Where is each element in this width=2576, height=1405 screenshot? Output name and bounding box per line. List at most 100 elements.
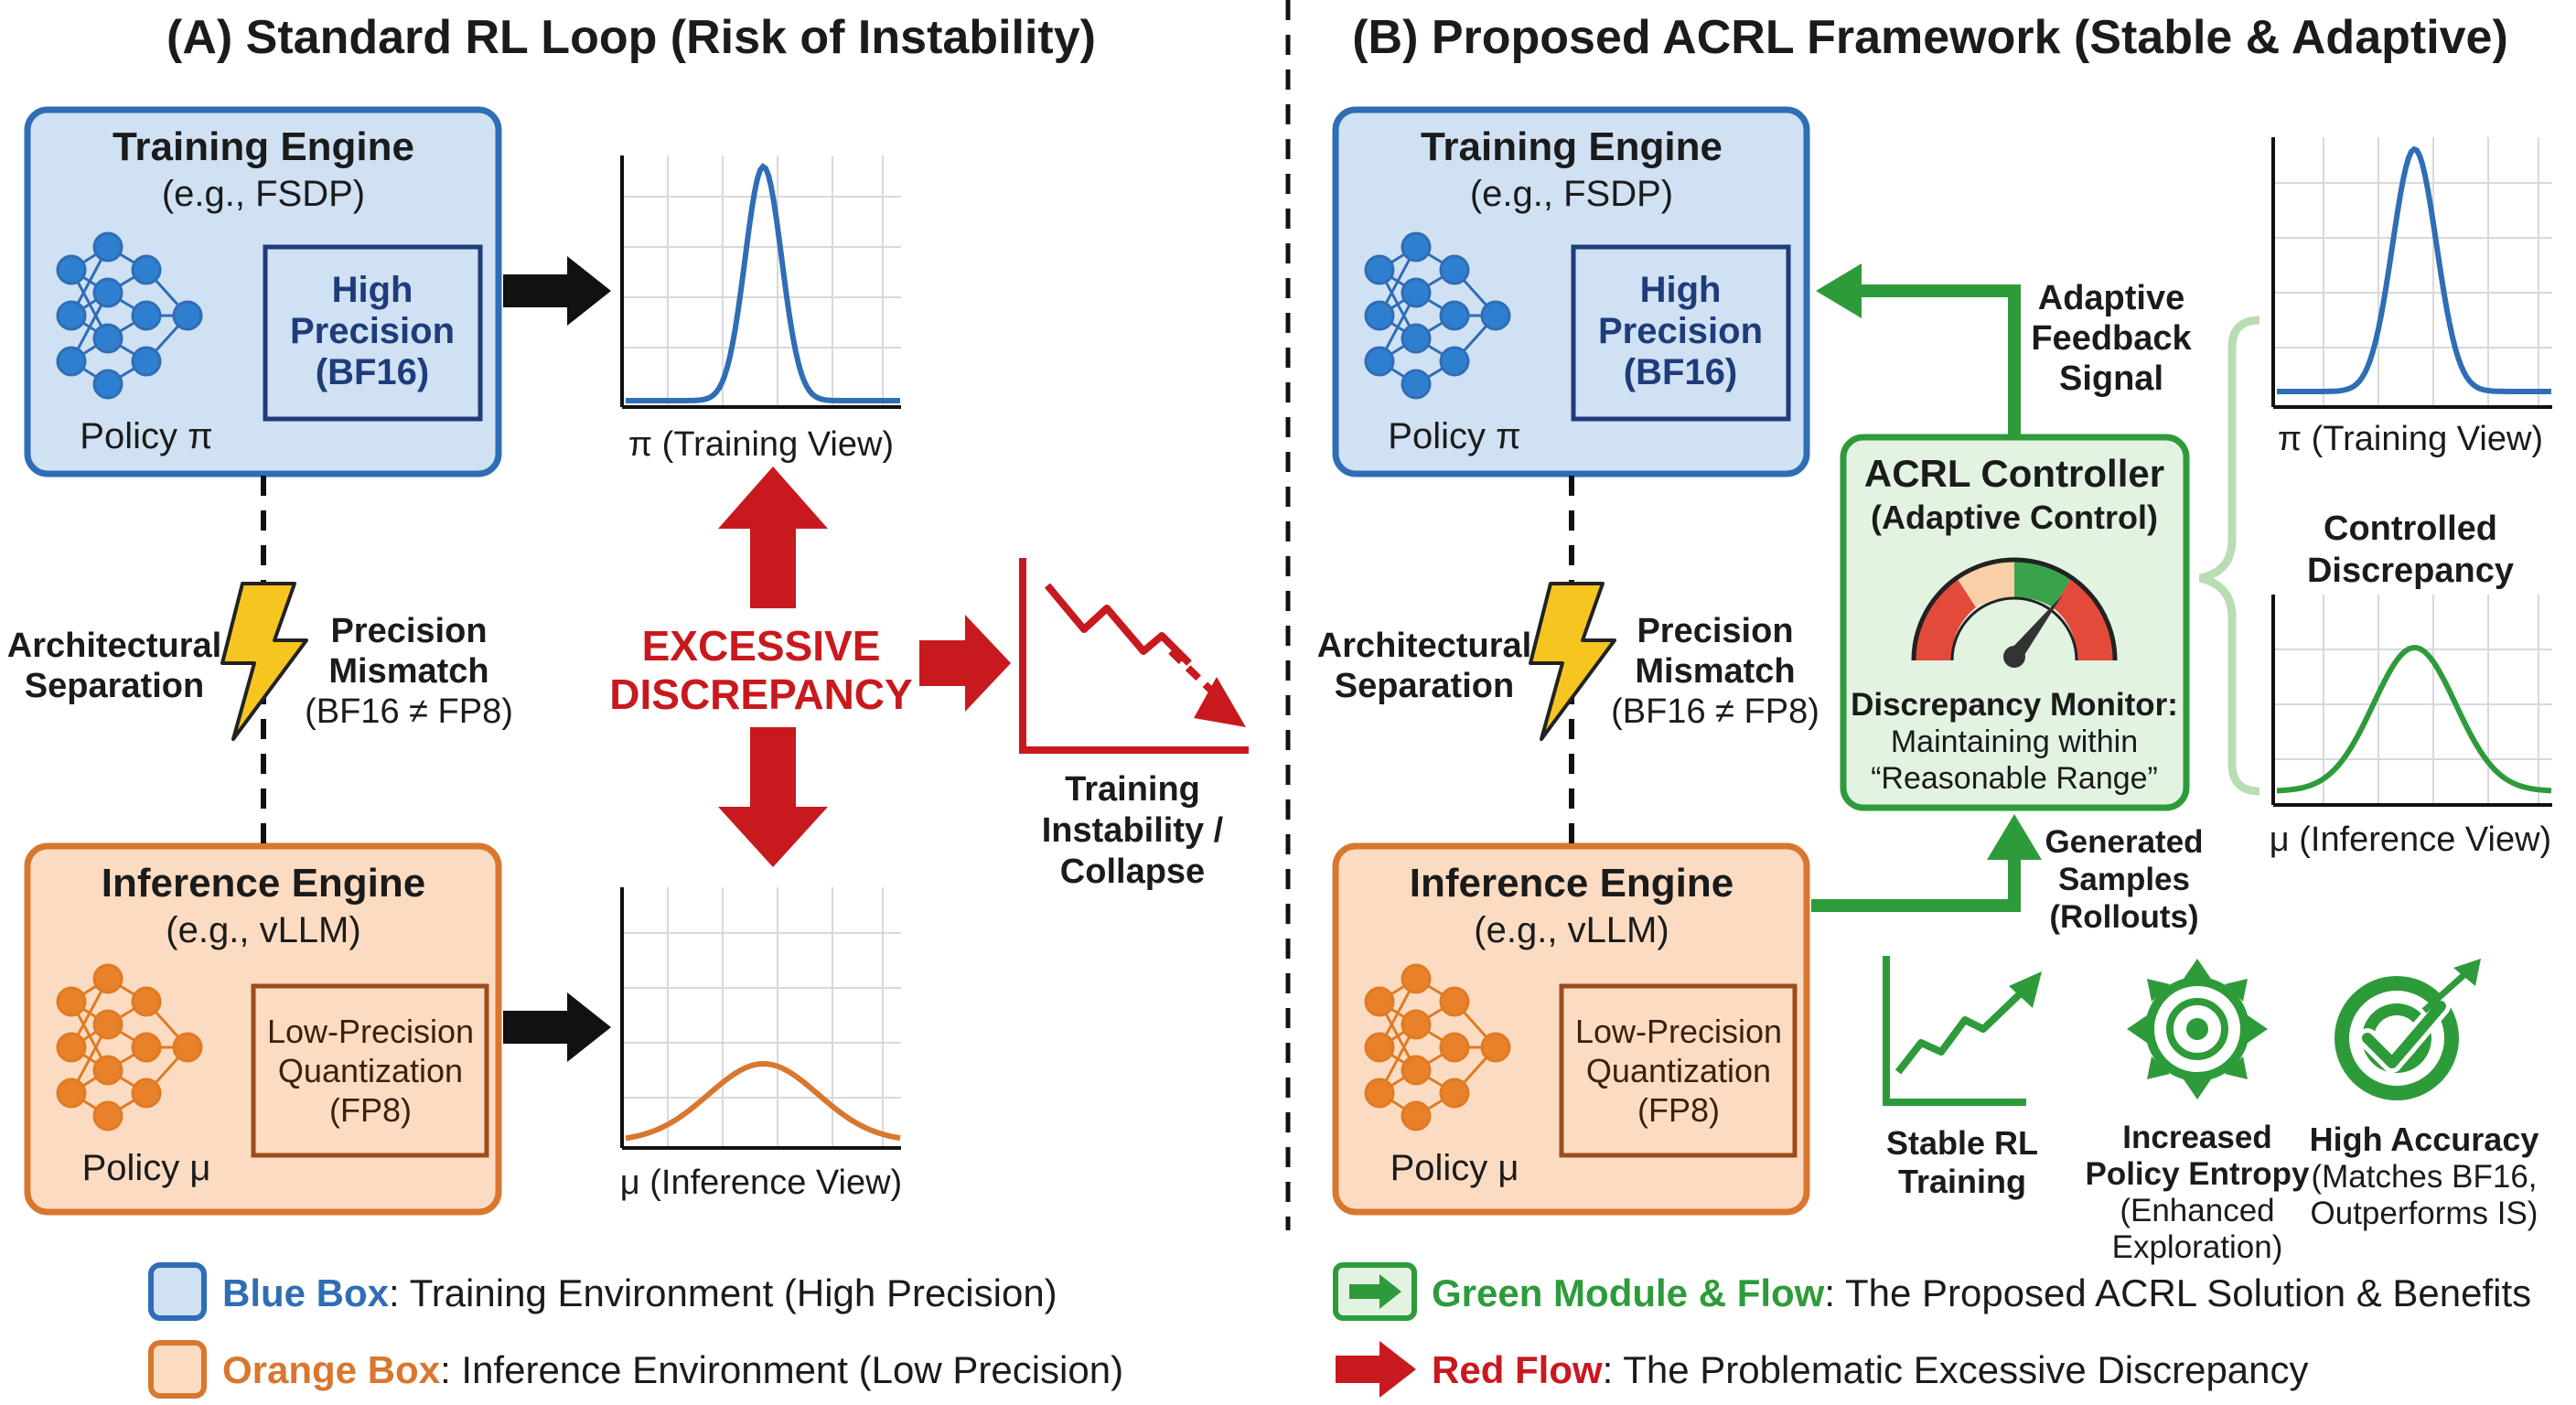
legend-red-text: : The Problematic Excessive Discrepancy [1603,1348,2309,1391]
panel-b-title: (B) Proposed ACRL Framework (Stable & Ad… [1352,11,2508,64]
high-precision-label-3: (BF16) [316,352,429,392]
signal-label: Signal [2059,359,2163,398]
panel-a: (A) Standard RL Loop (Risk of Instabilit… [7,11,1249,1216]
curly-brace [2198,316,2260,796]
mu-distribution-curve [625,1060,901,1142]
training-engine-box: Training Engine (e.g., FSDP) High Precis… [24,106,502,477]
discrepancy-down-arrow [718,727,828,867]
legend-orange-text: : Inference Environment (Low Precision) [440,1348,1123,1391]
panel-b: (B) Proposed ACRL Framework (Stable & Ad… [1317,11,2552,1265]
benefit-stable-training: Stable RL Training [1883,956,2042,1200]
training-view-plot: π (Training View) [2271,137,2552,458]
inference-view-plot: μ (Inference View) [2270,595,2552,859]
trending-up-icon [1883,956,2042,1106]
controller-title: ACRL Controller [1864,452,2164,495]
feedback-label: Feedback [2031,319,2192,358]
low-precision-label-3: (FP8) [1637,1091,1720,1129]
benefit-2-line-1: Increased [2122,1120,2271,1155]
separation-label: Separation [25,667,204,705]
discrepancy-up-arrow [718,467,828,608]
training-engine-subtitle: (e.g., FSDP) [162,174,365,214]
mismatch-label: Mismatch [328,652,488,691]
inference-engine-title: Inference Engine [1410,861,1734,906]
discrepancy-label: DISCREPANCY [609,670,912,718]
training-engine-subtitle: (e.g., FSDP) [1470,174,1673,214]
blue-box-swatch [148,1262,207,1321]
controller-subtitle: (Adaptive Control) [1871,499,2158,536]
generated-label: Generated [2045,824,2203,860]
mismatch-label: Mismatch [1635,652,1795,691]
monitor-title: Discrepancy Monitor: [1851,687,2178,723]
arrow-to-inference-view [503,992,611,1062]
policy-mu-label: Policy μ [82,1148,211,1188]
bf16-fp8-label: (BF16 ≠ FP8) [1611,692,1819,731]
neural-network-icon [1364,963,1511,1132]
high-precision-label-3: (BF16) [1624,352,1737,392]
neural-network-icon [56,963,203,1132]
low-precision-label-1: Low-Precision [267,1013,474,1050]
monitor-line-1: Maintaining within [1891,724,2138,759]
neural-network-icon [56,231,203,400]
legend-blue-key: Blue Box [222,1271,390,1314]
inference-view-label: μ (Inference View) [620,1164,902,1202]
pi-distribution-curve [626,163,900,403]
panel-a-title: (A) Standard RL Loop (Risk of Instabilit… [166,11,1096,64]
inference-engine-box: Inference Engine (e.g., vLLM) Low-Precis… [1332,842,1810,1216]
inference-engine-subtitle: (e.g., vLLM) [1474,910,1669,950]
legend-green-key: Green Module & Flow [1432,1271,1825,1314]
training-engine-title: Training Engine [113,124,414,169]
gauge-icon [1911,557,2118,668]
controlled-label: Controlled [2324,509,2497,548]
legend-blue-text: : Training Environment (High Precision) [389,1271,1057,1314]
legend-orange: Orange Box: Inference Environment (Low P… [148,1340,1123,1399]
benefit-2-line-2: Policy Entropy [2085,1156,2310,1192]
acrl-controller-box: ACRL Controller (Adaptive Control) Discr… [1840,434,2190,811]
red-arrow-icon [1336,1341,1416,1398]
low-precision-label-2: Quantization [1586,1052,1771,1089]
legend-green-text: : The Proposed ACRL Solution & Benefits [1824,1271,2531,1314]
arrow-to-training-view [503,256,611,326]
benefit-3-line-3: Outperforms IS) [2311,1196,2538,1231]
monitor-line-2: “Reasonable Range” [1871,761,2158,796]
inference-engine-title: Inference Engine [102,861,426,906]
benefit-1-line-2: Training [1898,1163,2026,1200]
inference-view-label: μ (Inference View) [2270,820,2551,859]
inference-engine-subtitle: (e.g., vLLM) [166,910,360,950]
collapse-label-3: Collapse [1060,853,1205,891]
policy-pi-label: Policy π [80,416,212,456]
legend-green: Green Module & Flow: The Proposed ACRL S… [1333,1262,2531,1321]
discrepancy-label: Discrepancy [2307,552,2514,590]
mu-distribution-curve [2276,644,2552,794]
high-precision-label-1: High [1640,270,1722,310]
accuracy-target-icon [2334,959,2481,1100]
rollouts-label: (Rollouts) [2049,899,2198,935]
policy-mu-label: Policy μ [1390,1148,1519,1188]
benefit-policy-entropy: Increased Policy Entropy (Enhanced Explo… [2085,959,2310,1265]
high-precision-label-2: Precision [290,311,455,351]
legend-red: Red Flow: The Problematic Excessive Disc… [1336,1341,2309,1398]
high-precision-label-2: Precision [1598,311,1763,351]
training-view-plot: π (Training View) [620,156,901,464]
legend: Blue Box: Training Environment (High Pre… [148,1262,2531,1399]
benefit-3-line-2: (Matches BF16, [2311,1159,2537,1195]
legend-orange-key: Orange Box [222,1348,441,1391]
training-view-label: π (Training View) [2278,420,2543,458]
svg-text:Blue Box: Training Environment: Blue Box: Training Environment (High Pre… [222,1271,1057,1314]
benefit-1-line-1: Stable RL [1886,1124,2038,1162]
svg-text:Red Flow: The Problematic Exce: Red Flow: The Problematic Excessive Disc… [1432,1348,2309,1391]
high-precision-label-1: High [332,270,413,310]
training-engine-title: Training Engine [1421,124,1723,169]
legend-blue: Blue Box: Training Environment (High Pre… [148,1262,1057,1321]
orange-box-swatch [148,1340,207,1399]
collapse-label-2: Instability / [1042,811,1224,850]
architectural-label: Architectural [1317,627,1531,665]
low-precision-label-2: Quantization [278,1052,463,1089]
training-engine-box: Training Engine (e.g., FSDP) High Precis… [1332,106,1810,477]
low-precision-label-3: (FP8) [329,1091,412,1129]
training-view-label: π (Training View) [628,425,894,464]
red-right-arrow [919,615,1011,712]
samples-arrow [1811,814,2042,912]
low-precision-label-1: Low-Precision [1575,1013,1782,1050]
svg-text:Green Module & Flow: The Propo: Green Module & Flow: The Proposed ACRL S… [1432,1271,2531,1314]
policy-pi-label: Policy π [1388,416,1520,456]
